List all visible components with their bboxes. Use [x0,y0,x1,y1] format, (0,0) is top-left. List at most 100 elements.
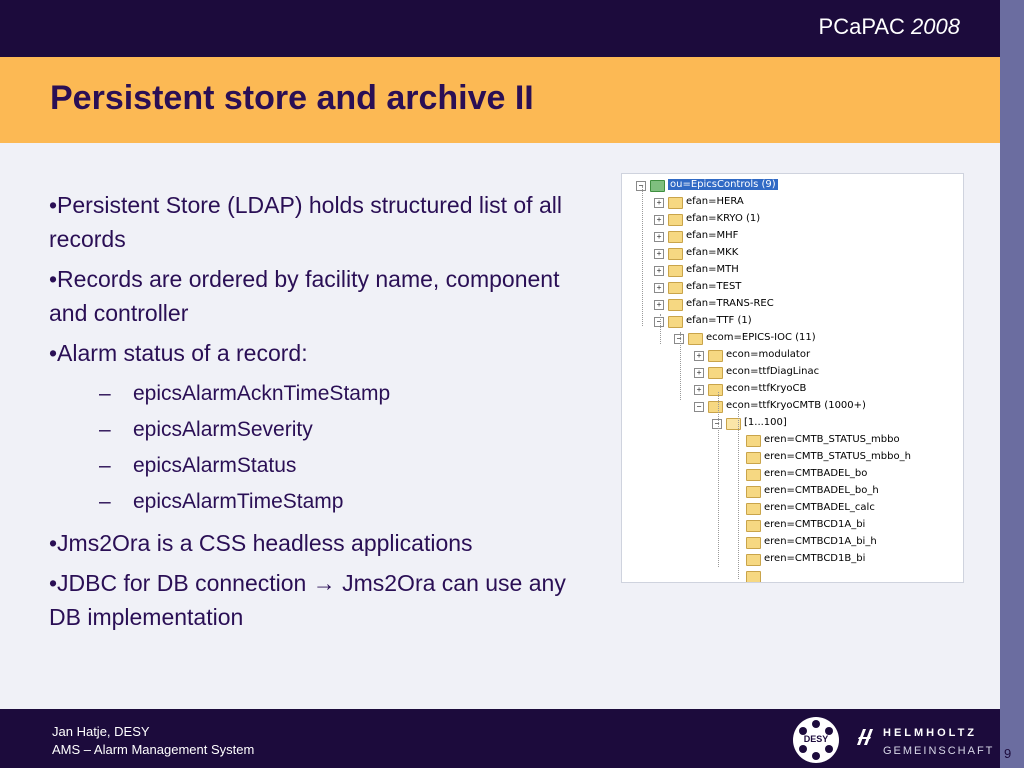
footer-author: Jan Hatje, DESY [52,724,150,739]
folder-icon [746,503,761,515]
expand-icon[interactable]: + [694,368,704,378]
sub-bullet-text: epicsAlarmAcknTimeStamp [133,382,391,405]
expand-icon[interactable]: + [694,385,704,395]
expand-icon[interactable]: + [694,351,704,361]
tree-node-record[interactable]: eren=CMTB_STATUS_mbbo_h [622,450,962,465]
expand-icon[interactable]: + [654,300,664,310]
tree-node-range[interactable]: −[1...100] [622,416,962,431]
dash-icon: – [99,490,111,513]
tree-label: efan=MHF [686,230,739,241]
tree-node-record[interactable]: eren=CMTBADEL_bo_h [622,484,962,499]
title-bar: Persistent store and archive II [0,57,1000,143]
folder-icon [746,469,761,481]
folder-icon [746,571,761,582]
tree-node-facility[interactable]: + efan=KRYO (1) [622,212,962,227]
tree-node-record[interactable]: eren=CMTBCD1A_bi_h [622,535,962,550]
folder-icon [668,197,683,209]
helmholtz-text: HELMHOLTZ [883,727,978,739]
tree-label: eren=CMTB_STATUS_mbbo_h [764,451,911,462]
expand-icon[interactable]: + [654,249,664,259]
tree-node-record[interactable]: eren=CMTB_STATUS_mbbo [622,433,962,448]
sub-bullet-item: –epicsAlarmAcknTimeStamp [49,376,594,412]
folder-icon [668,248,683,260]
tree-node-record[interactable]: eren=CMTBADEL_bo [622,467,962,482]
bullet-item: •Persistent Store (LDAP) holds structure… [49,192,562,252]
gemeinschaft-text: GEMEINSCHAFT [883,745,995,757]
tree-node-record[interactable]: eren=CMTBCD1A_bi [622,518,962,533]
tree-label: eren=CMTBCD1A_bi [764,519,866,530]
tree-label: econ=ttfDiagLinac [726,366,820,377]
logo-dot [825,745,833,753]
bullet-item: •Alarm status of a record: [49,340,308,366]
sub-bullet-item: –epicsAlarmSeverity [49,412,594,448]
collapse-icon[interactable]: − [712,419,722,429]
tree-label: efan=MTH [686,264,739,275]
conference-year: 2008 [911,14,960,39]
tree-label: eren=CMTBADEL_bo [764,468,868,479]
expand-icon[interactable]: + [654,266,664,276]
tree-node-controller[interactable]: + econ=modulator [622,348,962,363]
tree-node-facility[interactable]: + efan=TRANS-REC [622,297,962,312]
ldap-tree-screenshot: −ou=EpicsControls (9)+efan=HERA+efan=KRY… [621,173,964,583]
tree-node-facility[interactable]: − efan=TTF (1) [622,314,962,329]
bullet-item: •Records are ordered by facility name, c… [49,266,560,326]
bullet-item: •Jms2Ora is a CSS headless applications [49,530,473,556]
tree-node-controller[interactable]: − econ=ttfKryoCMTB (1000+) [622,399,962,414]
folder-icon [708,350,723,362]
tree-connector [718,392,719,567]
tree-node-controller[interactable]: + econ=ttfDiagLinac [622,365,962,380]
folder-icon [746,520,761,532]
tree-node-facility[interactable]: +efan=TEST [622,280,962,295]
conference-name: PCaPAC [818,14,905,39]
tree-connector [680,332,681,400]
expand-icon[interactable]: + [654,198,664,208]
tree-label: econ=ttfKryoCMTB (1000+) [726,400,866,411]
tree-root[interactable]: − ou=EpicsControls (9) [622,178,962,193]
tree-node-controller[interactable]: +econ=ttfKryoCB [622,382,962,397]
top-bar: PCaPAC 2008 [0,0,1000,57]
tree-node-facility[interactable]: + efan=MTH [622,263,962,278]
sub-bullet-text: epicsAlarmTimeStamp [133,490,344,513]
collapse-icon[interactable]: − [674,334,684,344]
tree-label: eren=CMTBCD1B_bi [764,553,866,564]
ldap-root-icon [650,180,665,192]
bottom-bar: Jan Hatje, DESY AMS – Alarm Management S… [0,709,1000,768]
tree-label: efan=KRYO (1) [686,213,761,224]
tree-label: efan=TRANS-REC [686,298,774,309]
folder-icon [708,401,723,413]
tree-node-facility[interactable]: + efan=MKK [622,246,962,261]
folder-icon [668,214,683,226]
tree-node-facility[interactable]: +efan=HERA [622,195,962,210]
logo-dot [799,727,807,735]
tree-node-record[interactable]: eren=CMTBADEL_calc [622,501,962,516]
folder-icon [746,452,761,464]
tree-label: efan=TTF (1) [686,315,752,326]
expand-icon[interactable]: + [654,215,664,225]
collapse-icon[interactable]: − [636,181,646,191]
conference-label: PCaPAC 2008 [819,14,960,40]
collapse-icon[interactable]: − [694,402,704,412]
tree-connector [642,186,643,326]
expand-icon[interactable]: + [654,283,664,293]
tree-label: ou=EpicsControls (9) [668,179,778,190]
sub-bullet-item: –epicsAlarmStatus [49,448,594,484]
folder-open-icon [726,418,741,430]
page-number: 9 [1004,746,1012,761]
tree-node-facility[interactable]: + efan=MHF [622,229,962,244]
footer-text: Jan Hatje, DESY AMS – Alarm Management S… [52,723,254,759]
helmholtz-mark-icon [857,729,873,745]
tree-node-component[interactable]: −ecom=EPICS-IOC (11) [622,331,962,346]
tree-label: efan=MKK [686,247,739,258]
tree-connector [738,409,739,579]
bullet-list: •Persistent Store (LDAP) holds structure… [49,188,594,640]
tree-node-record[interactable] [622,569,962,582]
tree-node-record[interactable]: eren=CMTBCD1B_bi [622,552,962,567]
folder-icon [688,333,703,345]
expand-icon[interactable]: + [654,232,664,242]
collapse-icon[interactable]: − [654,317,664,327]
tree-label: eren=CMTBADEL_bo_h [764,485,879,496]
tree-label: eren=CMTB_STATUS_mbbo [764,434,900,445]
tree-label: econ=modulator [726,349,811,360]
folder-icon [668,316,683,328]
